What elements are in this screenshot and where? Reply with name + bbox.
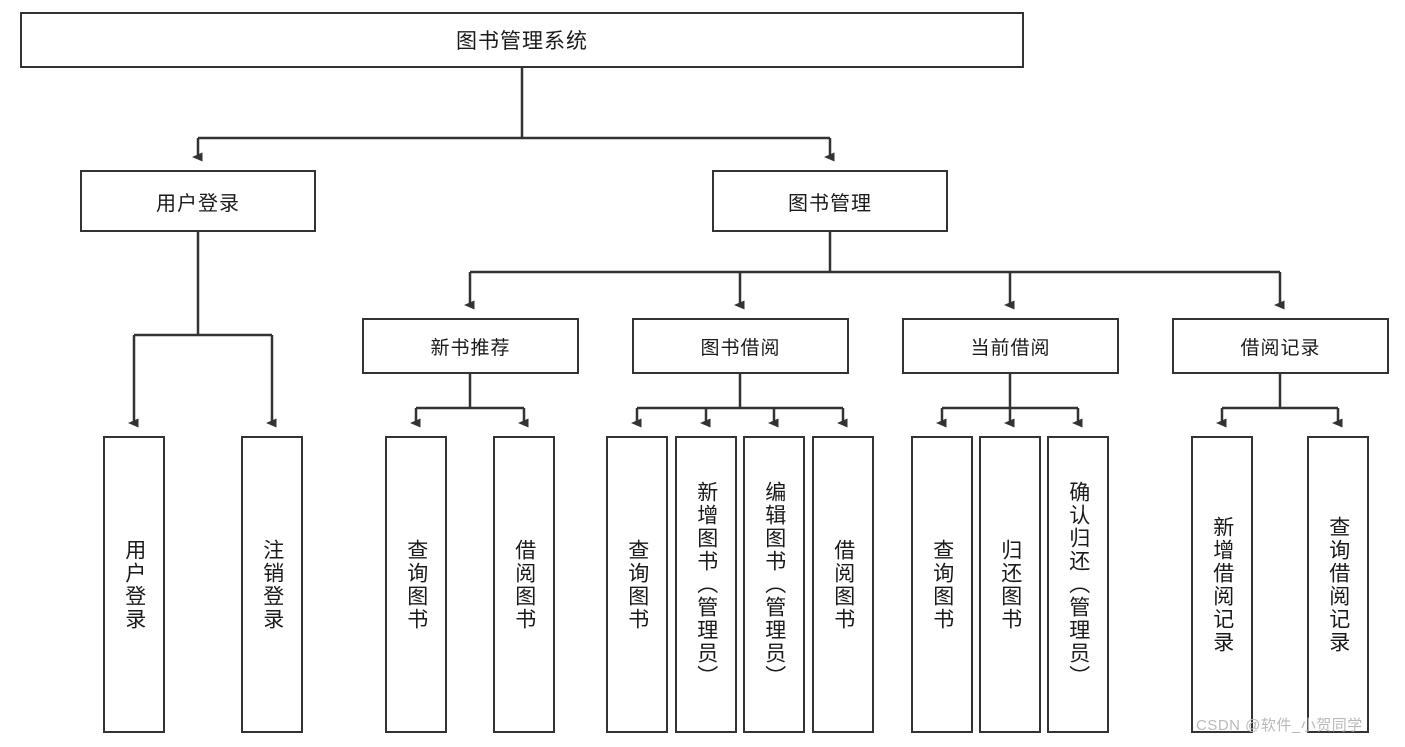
leaf-record-query-record[interactable]: 查询借阅记录 [1307,436,1369,733]
node-book-management-label: 图书管理 [788,192,872,215]
leaf-new-book-query-book-label: 查询图书 [404,538,428,631]
leaf-user-login[interactable]: 用户登录 [103,436,165,733]
leaf-borrow-add-book-admin[interactable]: 新增图书（管理员） [675,436,737,733]
leaf-borrow-query-book[interactable]: 查询图书 [606,436,668,733]
leaf-user-login-label: 用户登录 [122,538,146,631]
node-user-login-label: 用户登录 [156,192,240,215]
leaf-borrow-edit-book-admin[interactable]: 编辑图书（管理员） [743,436,805,733]
leaf-borrow-borrow-book[interactable]: 借阅图书 [812,436,874,733]
leaf-record-query-record-label: 查询借阅记录 [1326,515,1350,654]
leaf-logout[interactable]: 注销登录 [241,436,303,733]
leaf-current-query-book[interactable]: 查询图书 [911,436,973,733]
node-user-login[interactable]: 用户登录 [80,170,316,232]
node-borrowing-record-label: 借阅记录 [1240,337,1321,359]
leaf-borrow-borrow-book-label: 借阅图书 [831,538,855,631]
leaf-record-add-record-label: 新增借阅记录 [1210,515,1234,654]
node-new-book-recommendation-label: 新书推荐 [430,337,511,359]
leaf-current-return-book[interactable]: 归还图书 [979,436,1041,733]
watermark: CSDN @软件_小贺同学 [1196,717,1363,734]
leaf-borrow-add-book-admin-label: 新增图书（管理员） [694,481,718,688]
leaf-record-add-record[interactable]: 新增借阅记录 [1191,436,1253,733]
node-current-borrowing[interactable]: 当前借阅 [902,318,1119,374]
leaf-borrow-query-book-label: 查询图书 [625,538,649,631]
node-root[interactable]: 图书管理系统 [20,12,1024,68]
leaf-current-confirm-return-admin-label: 确认归还（管理员） [1066,481,1090,688]
node-book-borrowing-label: 图书借阅 [700,337,781,359]
node-book-management[interactable]: 图书管理 [712,170,948,232]
leaf-new-book-query-book[interactable]: 查询图书 [385,436,447,733]
leaf-current-confirm-return-admin[interactable]: 确认归还（管理员） [1047,436,1109,733]
node-new-book-recommendation[interactable]: 新书推荐 [362,318,579,374]
node-root-label: 图书管理系统 [456,30,588,53]
leaf-current-query-book-label: 查询图书 [930,538,954,631]
leaf-borrow-edit-book-admin-label: 编辑图书（管理员） [762,481,786,688]
leaf-logout-label: 注销登录 [260,538,284,631]
node-current-borrowing-label: 当前借阅 [970,337,1051,359]
leaf-new-book-borrow-book-label: 借阅图书 [512,538,536,631]
node-book-borrowing[interactable]: 图书借阅 [632,318,849,374]
node-borrowing-record[interactable]: 借阅记录 [1172,318,1389,374]
leaf-new-book-borrow-book[interactable]: 借阅图书 [493,436,555,733]
leaf-current-return-book-label: 归还图书 [998,538,1022,631]
